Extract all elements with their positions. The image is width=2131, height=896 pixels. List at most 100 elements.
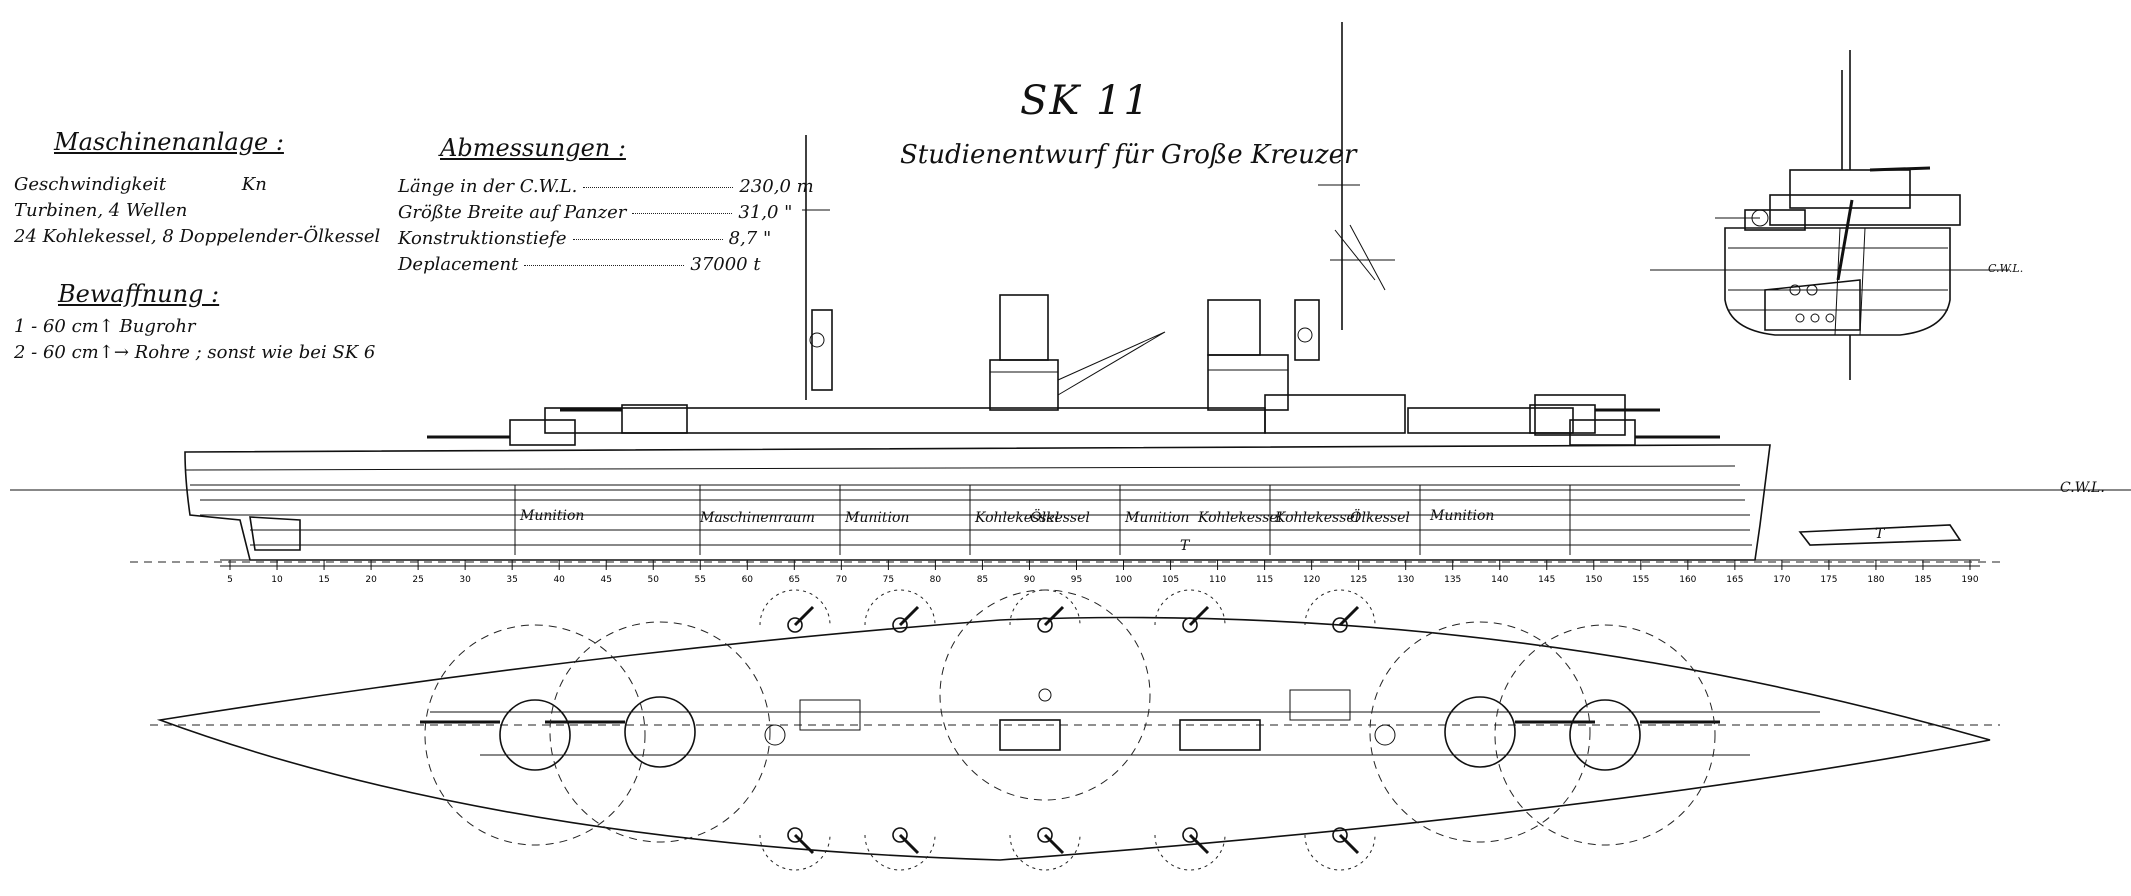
frame-number: 165 [1726, 575, 1743, 585]
frame-scale: 5 10 15 20 25 30 35 40 45 50 55 60 65 70 75 80 85 90 95 100… [227, 560, 1979, 585]
frame-number: 120 [1303, 575, 1320, 585]
secondary-gun [1182, 827, 1198, 843]
secondary-arc [1009, 834, 1081, 871]
frame-number: 5 [227, 575, 233, 585]
secondary-barrel [898, 833, 920, 855]
machinery-heading: Maschinenanlage : [54, 128, 284, 156]
secondary-barrel [1043, 833, 1065, 855]
compartment-label: Munition [844, 510, 909, 526]
frame-number: 95 [1071, 575, 1082, 585]
drawing-subtitle: Studienentwurf für Große Kreuzer [900, 140, 1357, 170]
secondary-barrel [1188, 833, 1210, 855]
secondary-gun [1037, 827, 1053, 843]
dimensions-block: Abmessungen : Länge in der C.W.L.230,0 m… [398, 134, 814, 278]
secondary-barrel [1338, 833, 1360, 855]
frame-number: 50 [648, 575, 660, 585]
frame-number: 140 [1491, 575, 1508, 585]
frame-number: 135 [1444, 575, 1461, 585]
hull-mark: T [1875, 526, 1886, 542]
secondary-gun [1182, 617, 1198, 633]
frame-number: 30 [459, 575, 471, 585]
frame-number: 80 [930, 575, 942, 585]
machinery-line: Geschwindigkeit Kn [14, 174, 267, 195]
frame-number: 125 [1350, 575, 1367, 585]
hull-mark: T [1180, 538, 1191, 554]
frame-number: 85 [977, 575, 988, 585]
side-elevation [10, 22, 2131, 567]
armament-line: 1 - 60 cm↑ Bugrohr [14, 316, 196, 337]
secondary-arc [759, 589, 831, 626]
frame-number: 100 [1115, 575, 1132, 585]
secondary-barrel [793, 833, 815, 855]
secondary-barrel [1338, 605, 1360, 627]
armament-heading: Bewaffnung : [58, 280, 220, 308]
compartment-labels: Munition Maschinenraum Munition Kohlekes… [519, 508, 1886, 554]
compartment-label: Ölkessel [1350, 508, 1410, 526]
compartment-label: Munition [519, 508, 584, 524]
midship-section [1650, 50, 2010, 380]
secondary-gun [787, 617, 803, 633]
frame-number: 55 [695, 575, 706, 585]
dimensions-heading: Abmessungen : [440, 134, 626, 162]
frame-number: 75 [883, 575, 894, 585]
secondary-gun [892, 827, 908, 843]
frame-number: 110 [1209, 575, 1226, 585]
machinery-line: 24 Kohlekessel, 8 Doppelender-Ölkessel [14, 226, 381, 247]
frame-number: 35 [506, 575, 517, 585]
frame-number: 90 [1024, 575, 1036, 585]
frame-number: 20 [365, 575, 377, 585]
waterline-label: C.W.L. [2060, 480, 2105, 496]
dimension-row: Länge in der C.W.L.230,0 m [398, 176, 814, 197]
secondary-arc [759, 834, 831, 871]
frame-number: 105 [1162, 575, 1179, 585]
frame-number: 65 [789, 575, 800, 585]
secondary-arc [864, 589, 936, 626]
frame-number: 155 [1632, 575, 1649, 585]
machinery-block: Maschinenanlage : Geschwindigkeit Kn Tur… [14, 128, 380, 250]
secondary-gun [1332, 617, 1348, 633]
armament-block: Bewaffnung : 1 - 60 cm↑ Bugrohr 2 - 60 c… [14, 280, 375, 366]
compartment-label: Maschinenraum [699, 510, 815, 526]
secondary-arc [1304, 589, 1376, 626]
secondary-gun [787, 827, 803, 843]
armament-line: 2 - 60 cm↑→ Rohre ; sonst wie bei SK 6 [14, 342, 376, 363]
frame-number: 160 [1679, 575, 1696, 585]
section-waterline-label: C.W.L. [1988, 262, 2024, 275]
frame-number: 190 [1961, 575, 1978, 585]
frame-number: 185 [1914, 575, 1931, 585]
frame-number: 175 [1820, 575, 1837, 585]
compartment-label: Kohlekessel [1197, 510, 1282, 526]
compartment-label: Kohlekessel [1274, 510, 1359, 526]
frame-number: 40 [553, 575, 565, 585]
compartment-label: Munition [1124, 510, 1189, 526]
frame-number: 45 [600, 575, 611, 585]
secondary-arc [1009, 589, 1081, 626]
frame-number: 130 [1397, 575, 1414, 585]
compartment-label: Ölkessel [1030, 508, 1090, 526]
frame-number: 115 [1256, 575, 1273, 585]
secondary-arc [864, 834, 936, 871]
machinery-line: Turbinen, 4 Wellen [14, 200, 188, 221]
secondary-gun [1332, 827, 1348, 843]
frame-number: 25 [412, 575, 423, 585]
frame-number: 180 [1867, 575, 1884, 585]
secondary-barrel [793, 605, 815, 627]
plan-view [150, 589, 2000, 871]
drawing-title: SK 11 [1020, 78, 1151, 124]
frame-number: 70 [836, 575, 848, 585]
secondary-gun [1037, 617, 1053, 633]
compartment-label: Munition [1429, 508, 1494, 524]
frame-number: 60 [742, 575, 754, 585]
secondary-gun [892, 617, 908, 633]
secondary-barrel [898, 605, 920, 627]
secondary-guns [759, 589, 1376, 871]
frame-number: 15 [318, 575, 329, 585]
secondary-barrel [1043, 605, 1065, 627]
frame-number: 170 [1773, 575, 1790, 585]
frame-number: 10 [271, 575, 283, 585]
secondary-arc [1154, 834, 1226, 871]
